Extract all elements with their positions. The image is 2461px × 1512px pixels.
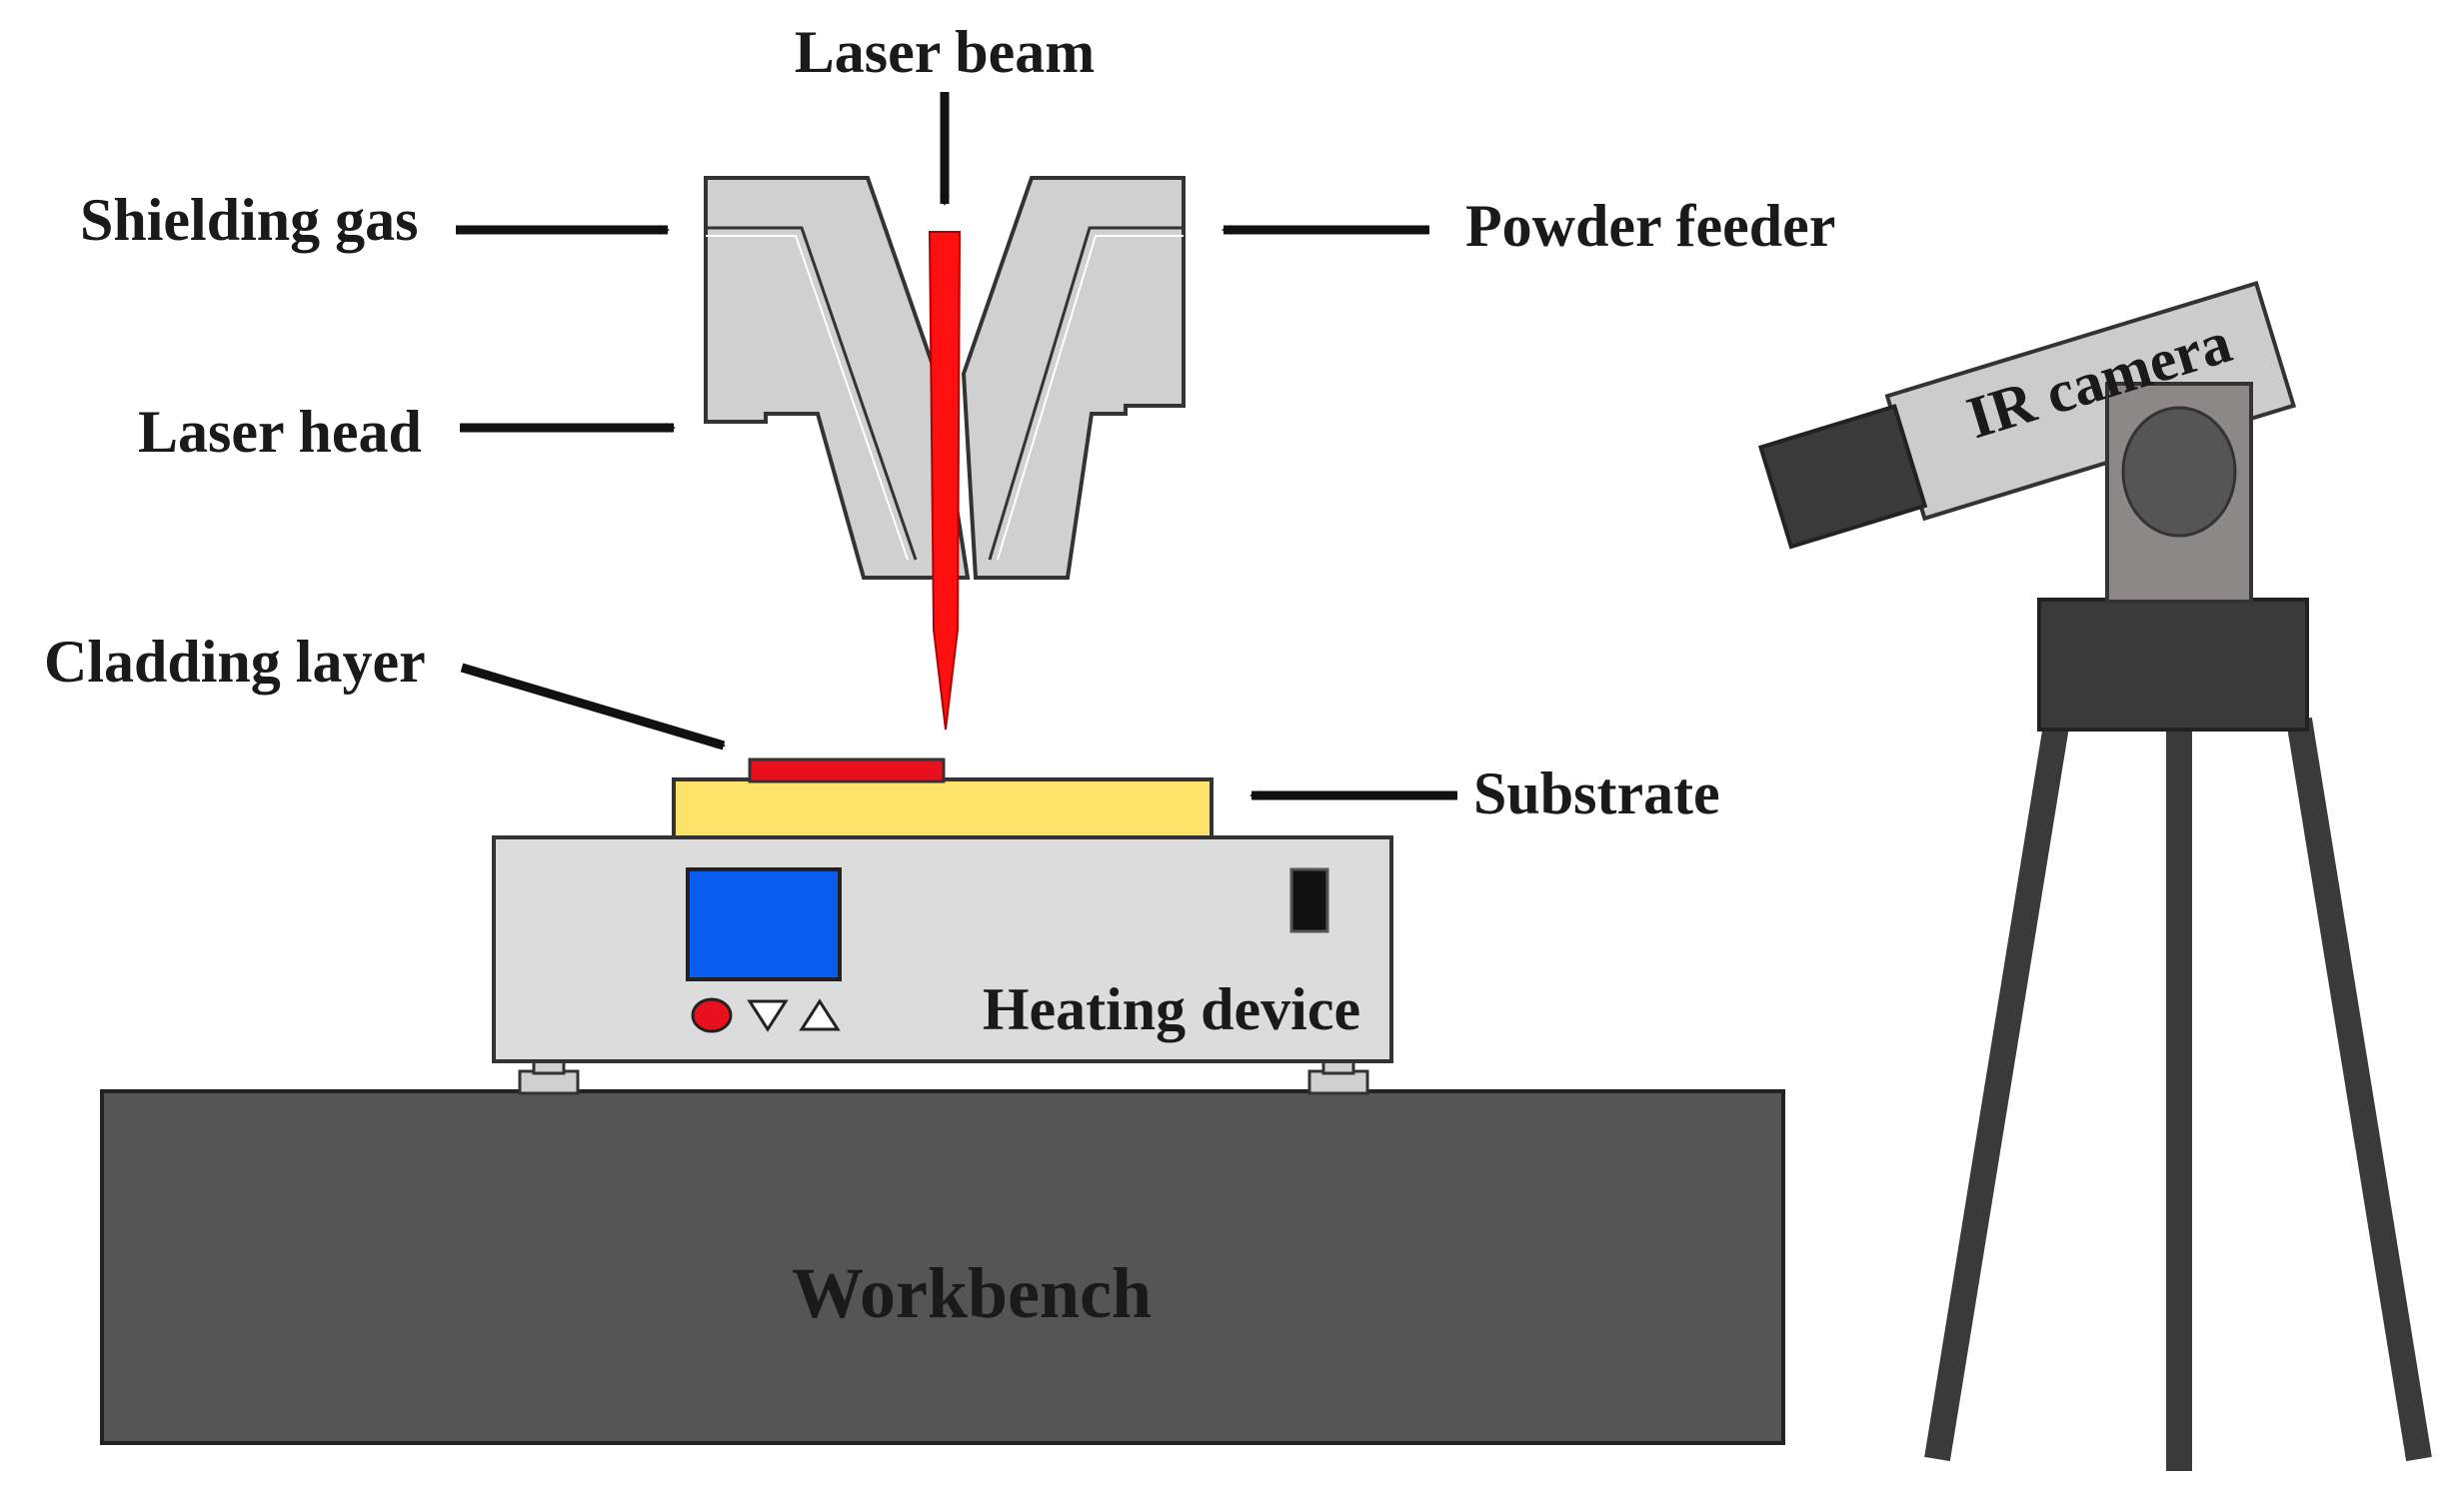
heating-device-label: Heating device [983,976,1360,1042]
workbench [100,1089,1785,1445]
label-laser-head: Laser head [138,399,422,465]
tripod [1924,598,2432,1471]
heater-display [686,867,842,981]
workbench-label: Workbench [792,1253,1152,1333]
camera-lens [1757,404,1928,550]
camera-mount-knob [2121,406,2237,538]
heating-device [492,835,1393,1063]
cladding-layer [748,757,946,783]
arrow-cladding-layer [460,663,726,751]
heater-switch [1289,867,1329,933]
heater-feet [518,1059,1369,1095]
heater-down-button [747,999,789,1032]
heater-up-button [799,998,841,1031]
heater-power-button [691,997,733,1033]
laser-head [704,176,1186,580]
substrate [672,777,1214,839]
label-substrate: Substrate [1473,760,1720,826]
label-cladding-layer: Cladding layer [44,629,426,695]
ir-camera: IR camera [1757,280,2297,604]
label-laser-beam: Laser beam [795,19,1096,85]
laser-beam [928,231,962,731]
annotation-arrows [456,92,1457,800]
label-powder-feeder: Powder feeder [1465,193,1835,259]
label-shielding-gas: Shielding gas [80,187,418,253]
